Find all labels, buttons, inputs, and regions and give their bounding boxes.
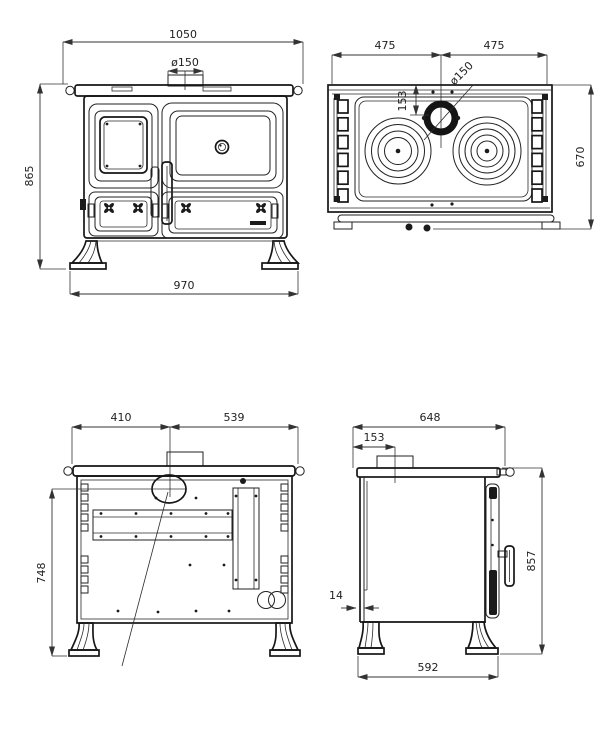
rail-knob [505,467,515,477]
mounting-bracket-vertical [232,487,260,590]
rear-flue-collar [166,451,204,467]
firebox-door [88,103,159,189]
vent-slots-right [280,483,289,594]
oven-thermometer [214,139,230,155]
front-left-leg [69,240,107,270]
cooktop [354,96,533,202]
front-towel-rail [65,84,303,97]
front-rail-top-view [337,214,555,223]
dim-top-depth: 670 [574,147,587,168]
nameplate [250,221,266,225]
leader-line [121,491,169,667]
front-right-leg [261,240,301,270]
screw-dot [240,478,246,484]
rear-right-leg [269,622,301,657]
top-body [327,84,553,213]
hinge-knob [405,223,413,231]
dim-front-overall-width: 1050 [169,28,197,41]
foot-tab [333,221,353,230]
front-view: 1050 ø150 [23,28,304,297]
dim-rear-flue-height: 748 [35,563,48,584]
side-door-edge [485,483,500,619]
firebox-window [99,116,148,174]
top-view: 475 475 ø150 153 [327,39,594,232]
rear-left-leg [68,622,100,657]
rail-knob-right [293,85,303,96]
rear-towel-rail [72,465,296,477]
foot-tab [541,221,561,230]
side-rail-left [333,98,349,203]
dim-side-flue-from-back: 153 [364,431,385,444]
hotplate-left [364,117,432,185]
hinge-knob [423,224,431,232]
flower-ornament [180,202,192,214]
dim-rear-flue-from-left: 410 [111,411,132,424]
mounting-bracket-horizontal [92,509,233,541]
flower-ornament [132,202,144,214]
dim-top-right-half: 475 [484,39,505,52]
dim-side-shield-gap: 14 [329,589,343,602]
corner-bracket [542,196,548,202]
dim-top-flue-offset: 153 [396,91,409,112]
flower-ornament [255,202,267,214]
dim-rear-flue-from-right: 539 [224,411,245,424]
dim-top-flue-diameter: ø150 [447,59,476,88]
side-body [357,476,487,623]
door-handle [497,545,515,587]
vent-slots-left [80,483,89,594]
side-latch [80,199,86,210]
dim-front-overall-height: 865 [23,166,36,187]
corner-bracket [334,94,340,100]
rear-view: 410 539 [35,411,305,667]
corner-bracket [542,94,548,100]
dim-top-left-half: 475 [375,39,396,52]
oven-door [161,102,284,189]
side-rail-right [531,98,547,203]
rail-knob-left [65,85,75,96]
side-top-rail [356,467,501,478]
ash-drawer [161,191,284,239]
flower-ornament [103,202,115,214]
dim-side-overall-height: 857 [525,551,538,572]
hotplate-right [452,116,522,186]
dim-side-overall-depth: 648 [420,411,441,424]
dim-front-flue-diameter: ø150 [171,56,199,69]
dim-front-base-width: 970 [174,279,195,292]
side-front-leg [465,621,499,655]
rail-knob-left [63,466,73,476]
front-flue-collar [167,74,204,87]
cable-cutout [257,591,286,609]
dim-side-base-depth: 592 [418,661,439,674]
rail-knob-right [295,466,305,476]
rear-panel [76,475,293,624]
firebox-drawer [87,191,160,237]
corner-bracket [334,196,340,202]
side-view: 648 153 [329,411,545,680]
flue-ring [423,100,459,136]
side-rear-leg [357,621,385,655]
